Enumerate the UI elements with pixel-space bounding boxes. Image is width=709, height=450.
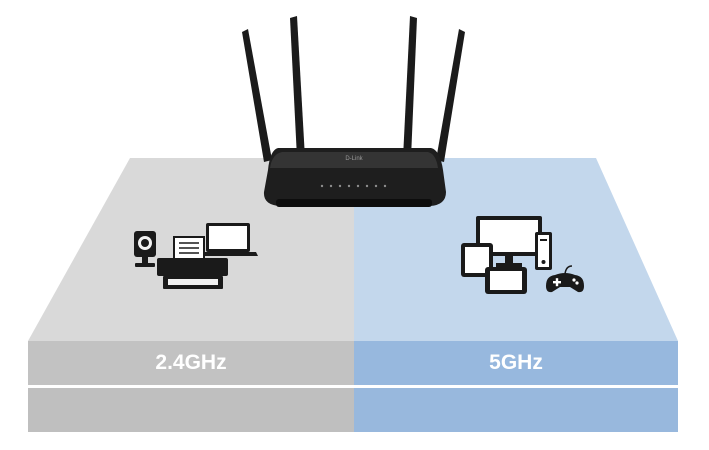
router-brand: D-Link bbox=[345, 156, 363, 162]
base-5ghz bbox=[354, 388, 678, 432]
antenna-icon bbox=[436, 29, 465, 162]
divider-2-4ghz bbox=[28, 385, 354, 388]
smartphone-icon bbox=[485, 267, 527, 294]
band-label-5ghz: 5GHz bbox=[489, 351, 543, 374]
devices-5ghz bbox=[461, 216, 584, 294]
band-bar-5ghz bbox=[354, 341, 678, 385]
devices-2-4ghz bbox=[134, 223, 258, 289]
gamepad-icon bbox=[546, 265, 584, 293]
band-label-2-4ghz: 2.4GHz bbox=[155, 351, 227, 374]
base-2-4ghz bbox=[28, 388, 354, 432]
router-icon: D-Link bbox=[242, 16, 465, 207]
monitor-icon bbox=[476, 216, 542, 267]
router-leds bbox=[320, 184, 387, 188]
antenna-icon bbox=[403, 16, 417, 158]
printer-icon bbox=[157, 236, 228, 289]
antenna-icon bbox=[242, 29, 272, 162]
pc-tower-icon bbox=[535, 232, 552, 270]
laptop-icon bbox=[198, 223, 258, 256]
divider-5ghz bbox=[354, 385, 678, 388]
tablet-icon bbox=[461, 243, 493, 277]
band-bar-2-4ghz bbox=[28, 341, 354, 385]
webcam-icon bbox=[134, 231, 156, 267]
antenna-icon bbox=[290, 16, 305, 158]
